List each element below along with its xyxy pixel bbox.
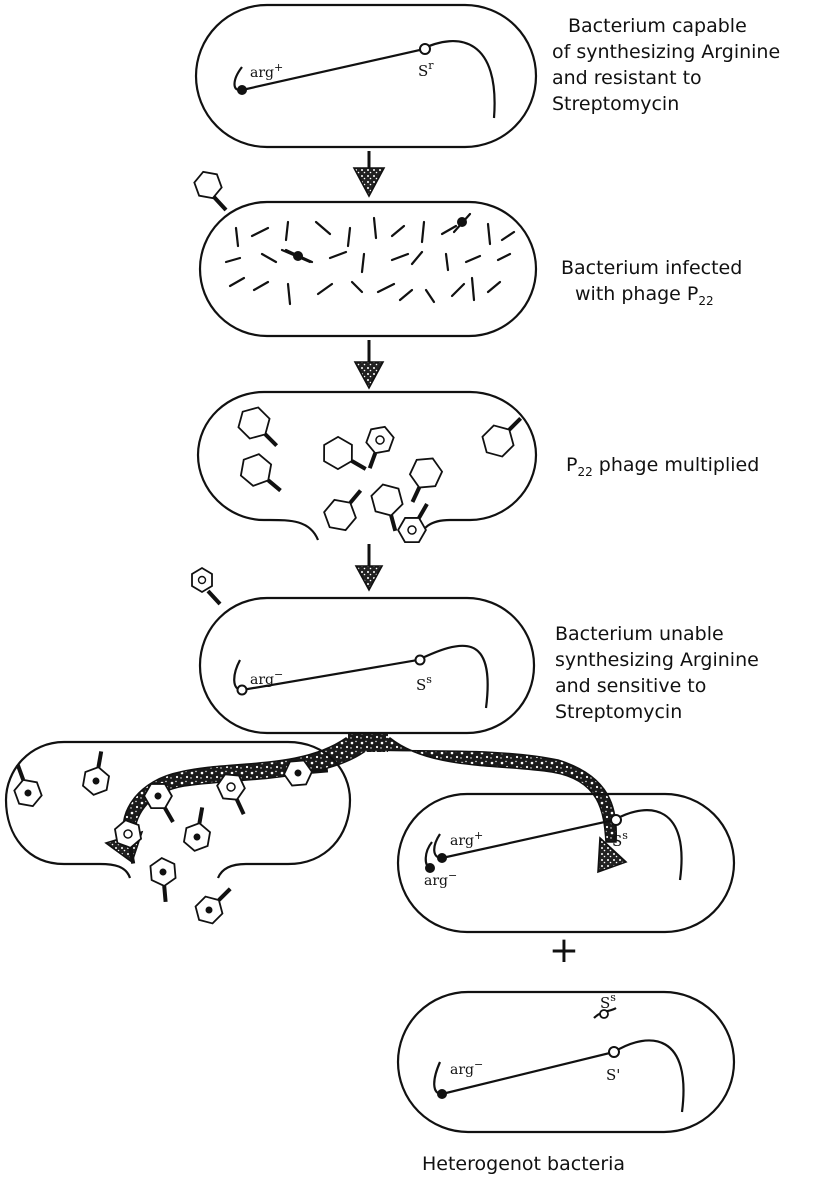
caption-step1: Bacterium capable of synthesizing Argini… bbox=[552, 15, 780, 115]
caption-step2: Bacterium infected with phage P22 bbox=[561, 257, 742, 308]
svg-text:Bacterium unable: Bacterium unable bbox=[555, 623, 724, 645]
cell-wall-6 bbox=[398, 992, 734, 1132]
gene-locus-arg-plus-5 bbox=[437, 853, 447, 863]
branch-arrows bbox=[106, 734, 626, 872]
caption-step3: P22 phage multiplied bbox=[566, 454, 759, 479]
gene-locus-s-r bbox=[420, 44, 430, 54]
bacterium-1: arg+ Sr bbox=[196, 5, 536, 147]
gene-locus-arg-minus-5 bbox=[425, 863, 435, 873]
phage-icon bbox=[192, 168, 226, 210]
svg-text:Bacterium infected: Bacterium infected bbox=[561, 257, 742, 279]
label-s-r: Sr bbox=[418, 59, 434, 80]
gene-locus-s-s bbox=[416, 656, 425, 665]
bacterium-2 bbox=[192, 168, 536, 336]
gene-locus-arg-plus bbox=[237, 85, 247, 95]
cell-wall-2 bbox=[200, 202, 536, 336]
heterogenot-bacterium-1: arg+ arg− Ss bbox=[398, 794, 734, 932]
cell-wall-5 bbox=[398, 794, 734, 932]
svg-text:with phage P22: with phage P22 bbox=[575, 283, 714, 308]
bacterium-3 bbox=[198, 392, 536, 548]
label-arg-minus: arg− bbox=[250, 668, 283, 688]
lysing-cell-bottom bbox=[6, 742, 350, 928]
svg-text:synthesizing Arginine: synthesizing Arginine bbox=[555, 649, 759, 671]
heterogenot-bacterium-2: Ss arg− S' bbox=[398, 991, 734, 1132]
cell-wall-1 bbox=[196, 5, 536, 147]
arrowhead-icon bbox=[354, 151, 384, 196]
gene-locus-arg-minus bbox=[238, 686, 247, 695]
svg-text:and sensitive to: and sensitive to bbox=[555, 675, 706, 697]
label-arg-plus-5: arg+ bbox=[450, 829, 483, 849]
svg-text:Streptomycin: Streptomycin bbox=[555, 701, 682, 723]
svg-text:P22 phage multiplied: P22 phage multiplied bbox=[566, 454, 759, 479]
svg-text:of synthesizing Arginine: of synthesizing Arginine bbox=[552, 41, 780, 63]
dna-fragments bbox=[226, 214, 514, 304]
gene-locus-s-r-6 bbox=[609, 1047, 619, 1057]
label-s-r-prime: S' bbox=[606, 1066, 620, 1084]
bacterium-4: arg− Ss bbox=[192, 568, 534, 733]
final-caption: Heterogenot bacteria bbox=[422, 1153, 625, 1175]
cell-wall-4 bbox=[200, 598, 534, 733]
label-arg-plus: arg+ bbox=[250, 61, 283, 81]
svg-text:Streptomycin: Streptomycin bbox=[552, 93, 679, 115]
arrowhead-icon bbox=[355, 340, 383, 388]
plus-sign: + bbox=[549, 930, 579, 971]
arrowhead-icon bbox=[356, 544, 382, 590]
phage-icon bbox=[192, 568, 220, 604]
label-s-s-5: Ss bbox=[612, 829, 628, 850]
phage-icon bbox=[233, 402, 531, 548]
label-s-s: Ss bbox=[416, 673, 432, 694]
caption-step4: Bacterium unable synthesizing Arginine a… bbox=[555, 623, 759, 723]
label-arg-minus-6: arg− bbox=[450, 1058, 483, 1078]
svg-text:Bacterium capable: Bacterium capable bbox=[568, 15, 747, 37]
gene-locus-arg-minus-6 bbox=[437, 1089, 447, 1099]
gene-locus-s-s-5 bbox=[611, 815, 621, 825]
svg-text:and resistant to: and resistant to bbox=[552, 67, 702, 89]
